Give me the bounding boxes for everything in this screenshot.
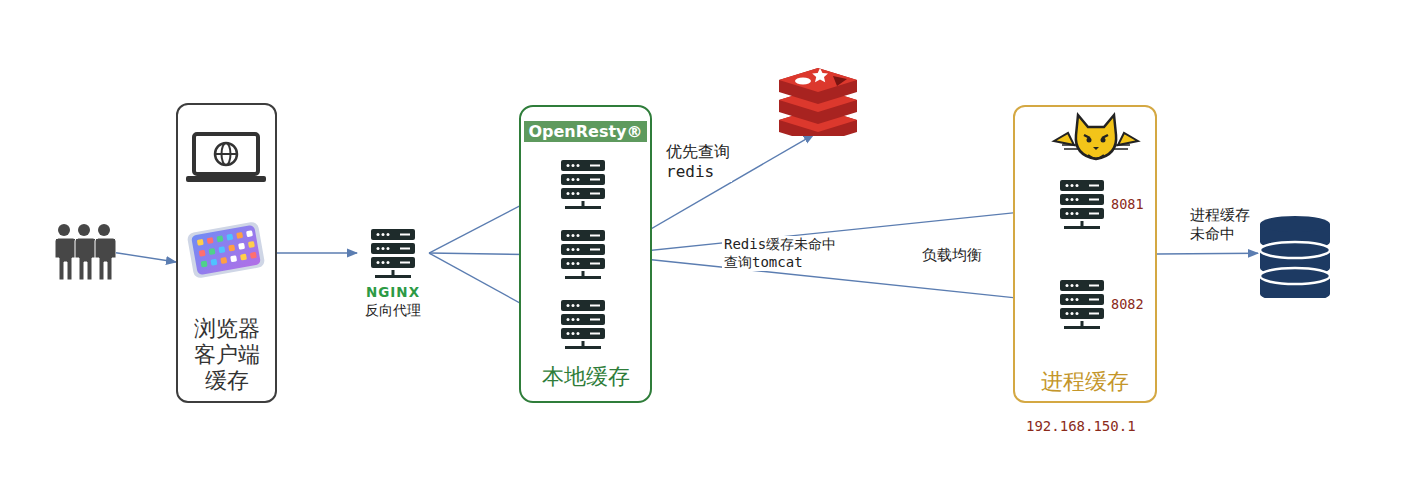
icon-drawing bbox=[1059, 279, 1105, 331]
node-icon bbox=[560, 159, 606, 215]
node-caption: 反向代理 bbox=[357, 302, 429, 318]
box-caption: 本地缓存 bbox=[521, 364, 650, 390]
port-number: 8082 bbox=[1059, 296, 1159, 312]
icon-drawing bbox=[184, 219, 268, 281]
header-band: OpenResty® bbox=[524, 121, 647, 142]
node-icon bbox=[1059, 279, 1105, 335]
database-icon bbox=[1258, 212, 1332, 298]
server-icon bbox=[560, 159, 606, 211]
node-icon bbox=[775, 62, 861, 140]
users-icon bbox=[52, 222, 116, 280]
arrow-connector bbox=[116, 253, 176, 262]
icon-drawing bbox=[370, 228, 416, 280]
edge-label: 进程缓存 未命中 bbox=[1188, 206, 1252, 244]
node-icon bbox=[1059, 179, 1105, 235]
ip-address: 192.168.150.1 bbox=[1026, 418, 1136, 434]
logo-text: NGINX bbox=[357, 284, 429, 300]
server-box: 8082 bbox=[1059, 279, 1159, 331]
icon-drawing bbox=[1048, 111, 1144, 163]
port-number: 8081 bbox=[1059, 196, 1159, 212]
edge-label: 负载均衡 bbox=[920, 246, 984, 265]
arrow-connector bbox=[1157, 253, 1258, 255]
icon-drawing bbox=[560, 159, 606, 211]
icon-drawing bbox=[560, 229, 606, 281]
icon-drawing bbox=[186, 131, 266, 187]
server-icon bbox=[560, 299, 606, 351]
node-icon bbox=[560, 229, 606, 285]
server-icon bbox=[560, 229, 606, 281]
icon-drawing bbox=[52, 222, 116, 280]
node-icon bbox=[52, 222, 116, 284]
box-caption: 进程缓存 bbox=[1015, 369, 1155, 395]
redis-icon bbox=[775, 62, 861, 136]
node-icon bbox=[1258, 212, 1332, 302]
openresty-box: OpenResty® 本地缓存 bbox=[519, 105, 652, 403]
node-icon bbox=[560, 299, 606, 355]
arrow-connector bbox=[277, 252, 357, 253]
edge-label: 优先查询 redis bbox=[664, 142, 732, 182]
node-icon bbox=[186, 131, 266, 191]
node-icon bbox=[370, 228, 416, 284]
icon-drawing bbox=[775, 62, 861, 136]
edge-label: Redis缓存未命中 查询tomcat bbox=[722, 236, 838, 271]
icon-drawing bbox=[560, 299, 606, 351]
cache-caption: 浏览器 客户端 缓存 bbox=[194, 316, 260, 394]
node-icon bbox=[184, 219, 268, 285]
icon-drawing bbox=[1059, 179, 1105, 231]
client-box: 浏览器 客户端 缓存 bbox=[176, 103, 277, 403]
node-icon bbox=[1048, 111, 1144, 167]
server-box: 8081 bbox=[1059, 179, 1159, 231]
tomcat-box: 进程缓存 8081 8082 bbox=[1013, 105, 1157, 403]
nginx-node: NGINX 反向代理 bbox=[357, 226, 429, 330]
icon-drawing bbox=[1258, 212, 1332, 298]
